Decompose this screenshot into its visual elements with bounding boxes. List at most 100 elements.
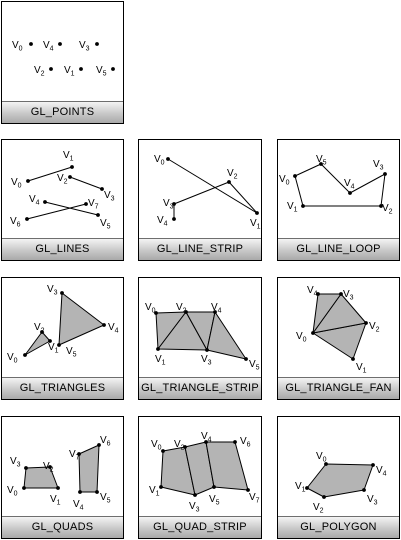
vertex-label: V5 [209, 494, 220, 507]
vertex-dot [364, 321, 368, 325]
panel-caption: GL_POLYGON [278, 516, 399, 538]
vertex-dot [97, 443, 101, 447]
vertex-label: V0 [145, 302, 156, 315]
vertex-dot [244, 357, 248, 361]
primitive-face [24, 331, 51, 356]
vertex-dot [57, 343, 61, 347]
panel-caption: GL_TRIANGLES [2, 377, 123, 399]
vertex-dot [79, 67, 83, 71]
vertex-label: V2 [174, 439, 185, 452]
vertex-dot [227, 180, 231, 184]
vertex-label: V4 [108, 322, 119, 335]
vertex-dot [322, 495, 326, 499]
vertex-label: V3 [79, 40, 90, 53]
vertex-dot [339, 292, 343, 296]
vertex-dot [213, 310, 217, 314]
panel-caption: GL_LINE_STRIP [139, 238, 261, 260]
panel-caption: GL_POINTS [2, 101, 123, 123]
vertex-dot [40, 330, 44, 334]
primitive-edge [26, 203, 87, 220]
primitive-face [58, 292, 105, 346]
panel-caption: GL_QUADS [2, 516, 123, 538]
primitive-edge [294, 175, 304, 207]
vertex-label: V1 [295, 481, 306, 494]
vertex-label: V4 [73, 499, 84, 512]
panel-caption: GL_TRIANGLE_FAN [278, 377, 399, 399]
vertex-label: V2 [227, 168, 238, 181]
vertex-dot [166, 157, 170, 161]
vertex-label: V5 [96, 65, 107, 78]
primitive-edge [228, 181, 258, 214]
vertex-label: V4 [29, 194, 40, 207]
vertex-label: V5 [316, 154, 327, 167]
vertex-label: V5 [100, 492, 111, 505]
vertex-label: V4 [344, 178, 355, 191]
vertex-label: V0 [316, 451, 327, 464]
vertex-dot [24, 466, 28, 470]
vertex-dot [25, 217, 29, 221]
vertex-dot [48, 339, 52, 343]
vertex-label: V4 [376, 465, 387, 478]
primitive-face [312, 293, 342, 334]
vertex-label: V6 [10, 216, 21, 229]
vertex-dot [351, 357, 355, 361]
vertex-dot [233, 440, 237, 444]
vertex-label: V4 [211, 302, 222, 315]
vertex-label: V0 [12, 40, 23, 53]
vertex-label: V0 [11, 177, 22, 190]
primitive-edge [27, 166, 73, 182]
vertex-label: V0 [279, 174, 290, 187]
vertex-dot [95, 42, 99, 46]
vertex-dot [193, 493, 197, 497]
primitive-edge [380, 173, 386, 207]
vertex-dot [111, 67, 115, 71]
vertex-label: V7 [249, 492, 260, 505]
vertex-dot [383, 172, 387, 176]
vertex-label: V6 [100, 435, 111, 448]
vertex-label: V1 [63, 150, 74, 163]
vertex-dot [43, 200, 47, 204]
vertex-label: V2 [34, 65, 45, 78]
vertex-dot [255, 211, 259, 215]
primitive-edge [320, 163, 351, 194]
vertex-dot [305, 486, 309, 490]
vertex-dot [183, 445, 187, 449]
vertex-label: V3 [201, 354, 212, 367]
vertex-dot [154, 311, 158, 315]
vertex-label: V6 [240, 436, 251, 449]
vertex-dot [319, 162, 323, 166]
vertex-label: V3 [104, 190, 115, 203]
primitive-edge [167, 158, 258, 214]
vertex-label: V2 [313, 502, 324, 515]
vertex-dot [78, 490, 82, 494]
vertex-dot [156, 347, 160, 351]
vertex-label: V1 [155, 354, 166, 367]
primitive-edge [69, 176, 103, 190]
vertex-dot [29, 42, 33, 46]
vertex-label: V3 [47, 284, 58, 297]
vertex-label: V5 [100, 218, 111, 231]
vertex-label: V5 [66, 346, 77, 359]
vertex-dot [212, 485, 216, 489]
primitive-edge [294, 163, 322, 177]
vertex-label: V2 [382, 203, 393, 216]
vertex-label: V0 [296, 331, 307, 344]
vertex-label: V4 [201, 431, 212, 444]
vertex-dot [172, 217, 176, 221]
vertex-label: V0 [7, 352, 18, 365]
vertex-label: V3 [163, 198, 174, 211]
